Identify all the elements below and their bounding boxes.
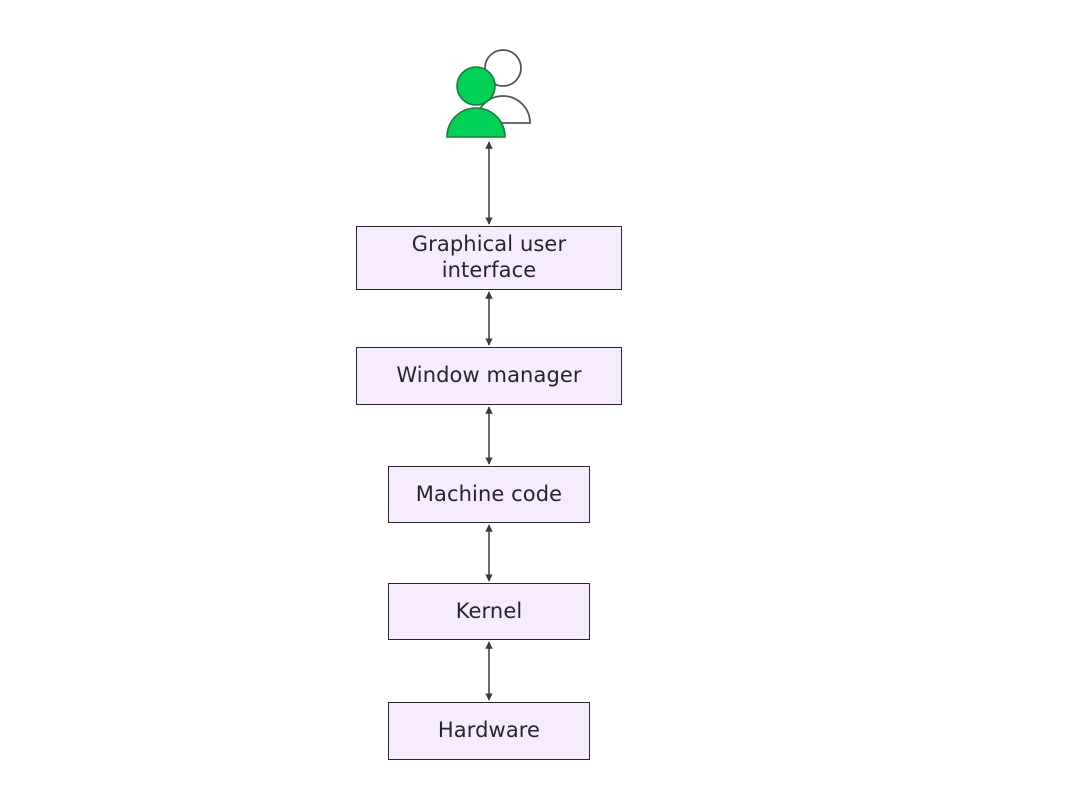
node-label: Hardware bbox=[437, 718, 541, 743]
node-graphical-user-interface[interactable]: Graphical user interface bbox=[356, 226, 622, 290]
node-hardware[interactable]: Hardware bbox=[388, 702, 590, 760]
node-label: Window manager bbox=[396, 363, 582, 388]
node-machine-code[interactable]: Machine code bbox=[388, 466, 590, 523]
node-window-manager[interactable]: Window manager bbox=[356, 347, 622, 405]
node-label: Machine code bbox=[415, 481, 563, 506]
node-label: Graphical user interface bbox=[411, 232, 567, 282]
node-kernel[interactable]: Kernel bbox=[388, 583, 590, 640]
node-label: Kernel bbox=[455, 598, 523, 623]
users-icon bbox=[440, 46, 540, 138]
